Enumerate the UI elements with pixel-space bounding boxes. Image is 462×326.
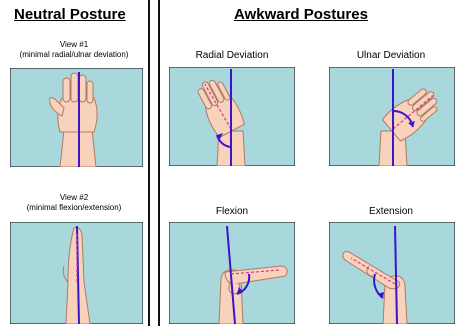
view2-caption: View #2 (minimal flexion/extension) [4, 193, 144, 213]
view2-title: View #2 [4, 193, 144, 203]
ulnar-deviation-label: Ulnar Deviation [326, 50, 456, 61]
flexion-panel [169, 222, 295, 324]
side-view-straight-hand-icon [10, 222, 143, 324]
section-divider-left [148, 0, 150, 326]
view2-subtitle: (minimal flexion/extension) [4, 203, 144, 213]
section-divider-right [158, 0, 160, 326]
neutral-posture-heading: Neutral Posture [14, 6, 126, 23]
view1-caption: View #1 (minimal radial/ulnar deviation) [4, 40, 144, 60]
hand-tilted-little-finger-side-icon [329, 67, 455, 166]
view1-subtitle: (minimal radial/ulnar deviation) [4, 50, 144, 60]
hand-bent-back-icon [329, 222, 455, 324]
neutral-view2-panel [10, 222, 143, 324]
neutral-view1-panel [10, 68, 143, 167]
hand-bent-palm-down-icon [169, 222, 295, 324]
flexion-label: Flexion [172, 206, 292, 217]
extension-label: Extension [326, 206, 456, 217]
radial-deviation-panel [169, 67, 295, 166]
hand-tilted-thumb-side-icon [169, 67, 295, 166]
ulnar-deviation-panel [329, 67, 455, 166]
radial-deviation-label: Radial Deviation [172, 50, 292, 61]
open-palm-hand-icon [10, 68, 143, 167]
view1-title: View #1 [4, 40, 144, 50]
awkward-postures-heading: Awkward Postures [234, 6, 368, 23]
extension-panel [329, 222, 455, 324]
